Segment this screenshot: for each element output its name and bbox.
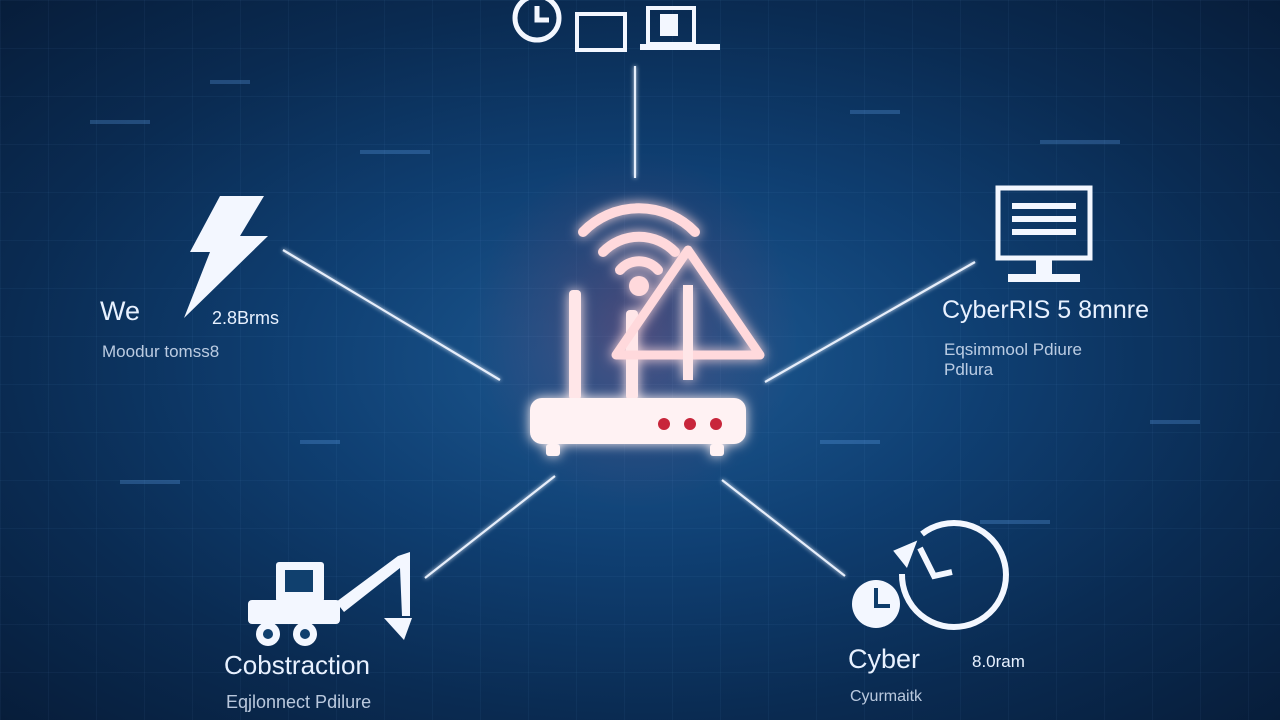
line-bottom-right xyxy=(721,479,846,577)
right-node-caption-line1: Eqsimmool Pdiure xyxy=(944,340,1082,359)
right-node-title: CyberRIS 5 8mnre xyxy=(942,296,1150,324)
bottom-right-node-caption: Cyurmaitk xyxy=(850,688,923,705)
left-node-caption: Moodur tomss8 xyxy=(102,342,220,361)
bottom-left-node-title: Cobstraction xyxy=(224,650,370,680)
laptop-icon xyxy=(575,12,627,52)
data-streaks xyxy=(90,80,1200,524)
left-node-value: 2.8Brms xyxy=(212,308,280,328)
clock-small-icon xyxy=(852,580,900,628)
line-bottom-left xyxy=(424,475,556,579)
bottom-right-node-value: 8.0ram xyxy=(972,652,1025,671)
bottom-right-node-title: Cyber xyxy=(848,644,921,674)
excavator-icon xyxy=(248,552,412,646)
right-node-caption-line2: Pdlura xyxy=(944,360,994,379)
left-node-title: We xyxy=(100,296,141,326)
computer-icon xyxy=(640,6,720,50)
lightning-icon xyxy=(184,196,268,318)
connection-lines xyxy=(282,66,976,579)
line-right xyxy=(764,261,976,383)
monitor-icon xyxy=(995,185,1093,282)
router-warning-icon xyxy=(530,203,765,456)
clock-icon xyxy=(512,0,562,43)
bottom-left-node-caption: Eqjlonnect Pdilure xyxy=(226,692,372,712)
line-left xyxy=(282,249,501,381)
clock-large-icon xyxy=(893,520,1009,630)
